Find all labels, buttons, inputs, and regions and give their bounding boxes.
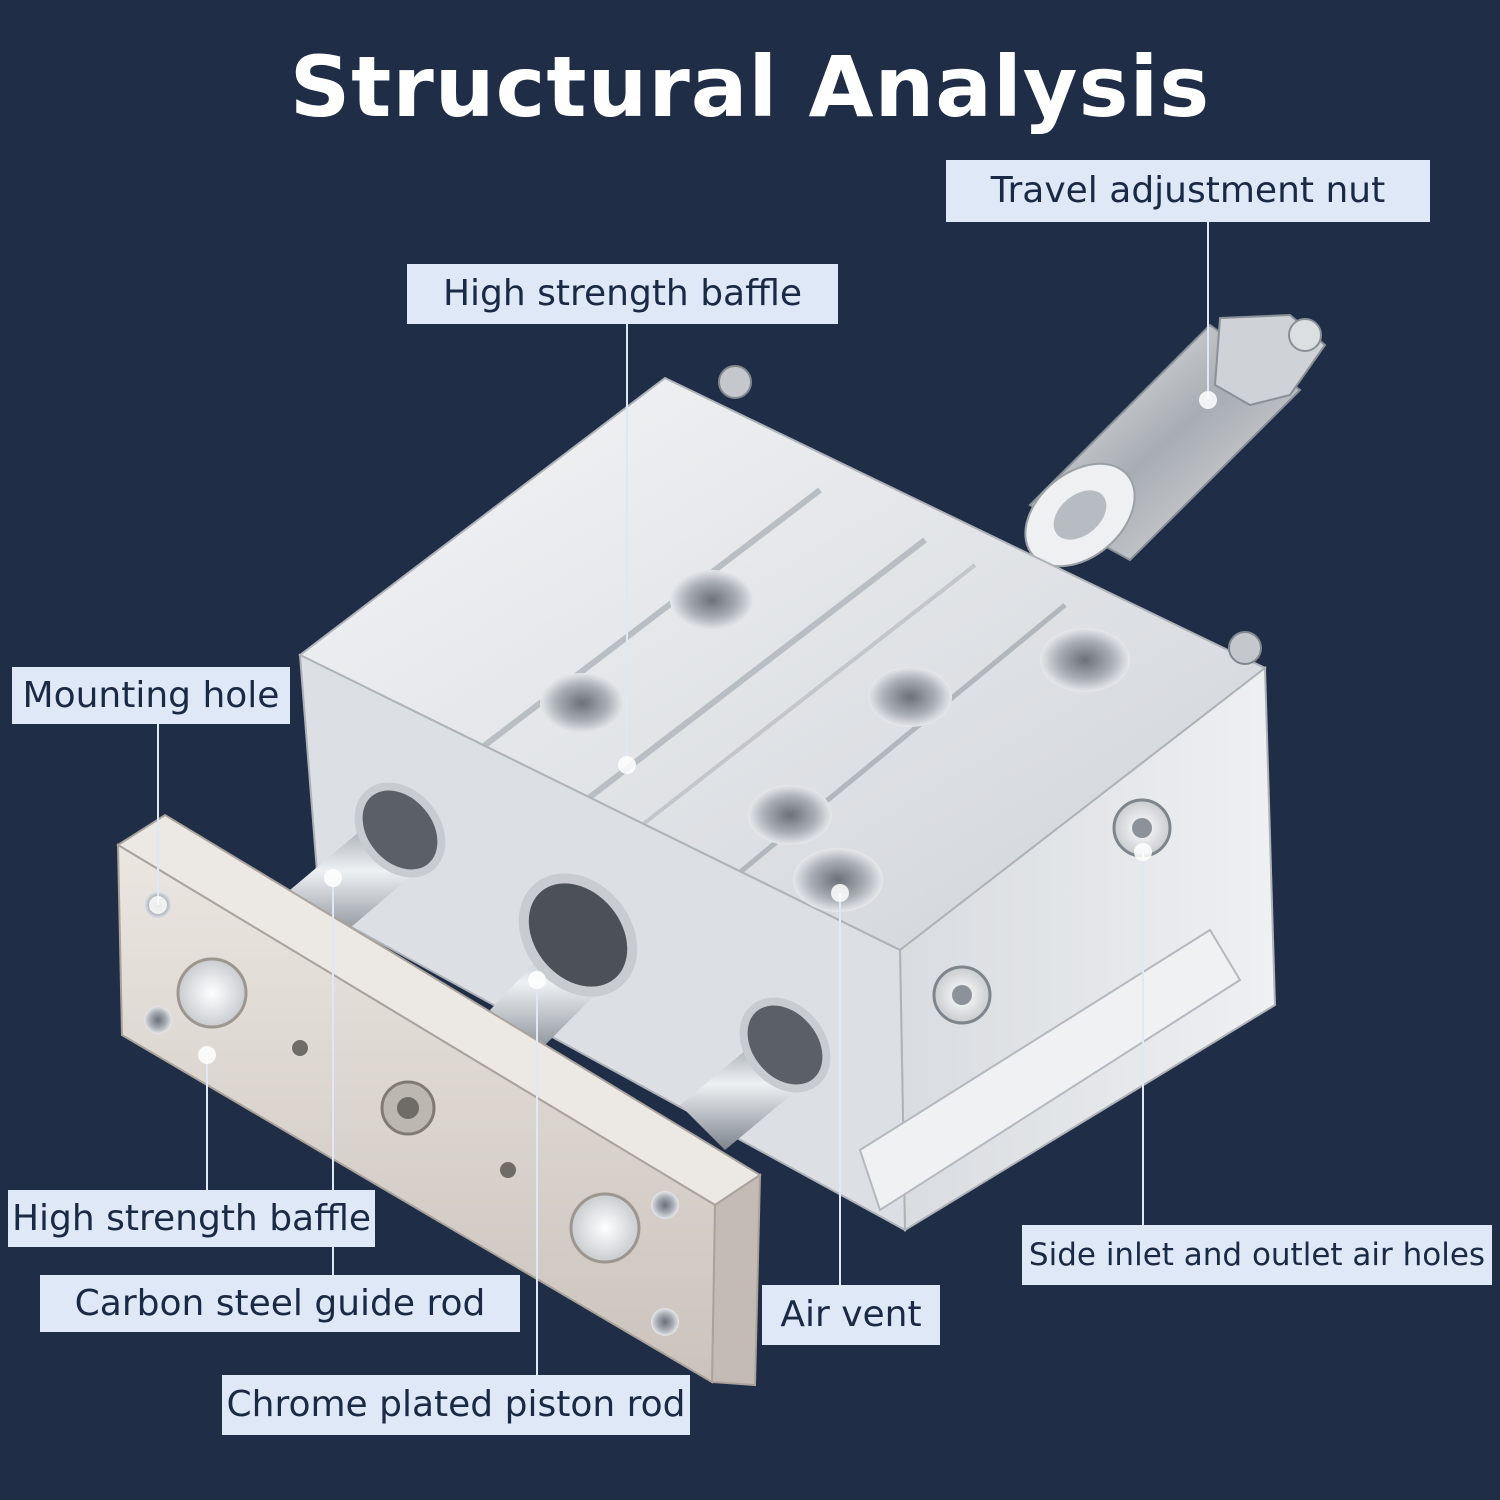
label-side-inlet-outlet-air-holes: Side inlet and outlet air holes bbox=[1022, 1225, 1492, 1285]
front-plate bbox=[116, 813, 762, 1387]
leader-lines bbox=[157, 222, 1209, 1375]
diagram-title: Structural Analysis bbox=[289, 38, 1211, 136]
label-high-strength-baffle-top: High strength baffle bbox=[407, 264, 838, 324]
label-travel-adjustment-nut: Travel adjustment nut bbox=[946, 160, 1430, 222]
label-air-vent: Air vent bbox=[762, 1285, 940, 1345]
label-chrome-plated-piston-rod: Chrome plated piston rod bbox=[222, 1375, 690, 1435]
label-carbon-steel-guide-rod: Carbon steel guide rod bbox=[40, 1275, 520, 1332]
leader-endpoints bbox=[149, 391, 1217, 1064]
travel-adjustment-nut-shape bbox=[1024, 313, 1327, 568]
label-high-strength-baffle-left: High strength baffle bbox=[8, 1190, 375, 1247]
label-mounting-hole: Mounting hole bbox=[12, 667, 290, 724]
